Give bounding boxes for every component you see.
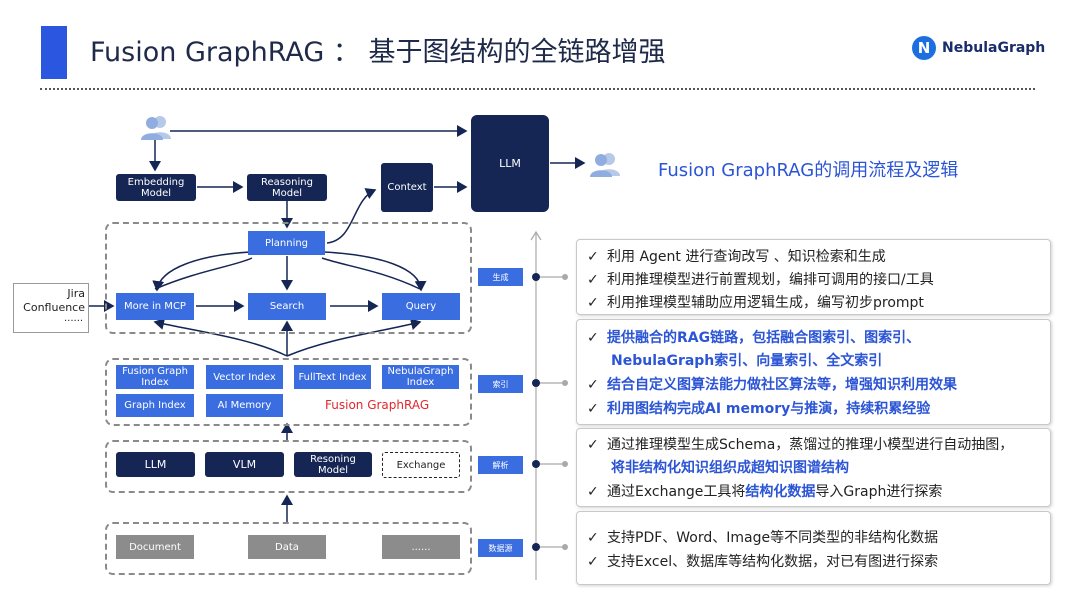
header-divider bbox=[40, 88, 1035, 90]
parse-bullet-1-cont: 将非结构化知识组织成超知识图谱结构 bbox=[611, 460, 849, 476]
index-group bbox=[105, 358, 472, 426]
nebulagraph-index-node: NebulaGraph Index bbox=[382, 365, 459, 389]
panel-index: ✓提供融合的RAG链路，包括融合图索引、图索引、 NebulaGraph索引、向… bbox=[576, 319, 1051, 425]
tag-generation: 生成 bbox=[478, 268, 523, 286]
more-sources-node: ...... bbox=[382, 535, 460, 559]
llm-parse-node: LLM bbox=[116, 452, 195, 477]
check-icon: ✓ bbox=[587, 295, 599, 311]
source-bullet-1: ✓支持PDF、Word、Image等不同类型的非结构化数据 bbox=[587, 530, 939, 546]
vlm-node: VLM bbox=[205, 452, 284, 477]
check-icon: ✓ bbox=[587, 377, 599, 393]
tag-index: 索引 bbox=[478, 375, 523, 393]
index-bullet-1-cont: NebulaGraph索引、向量索引、全文索引 bbox=[611, 353, 883, 369]
check-icon: ✓ bbox=[587, 401, 599, 417]
ai-memory-node: AI Memory bbox=[206, 394, 283, 417]
user-group-icon bbox=[141, 116, 171, 140]
parse-group bbox=[105, 440, 472, 493]
vector-index-node: Vector Index bbox=[206, 365, 283, 389]
planning-node: Planning bbox=[248, 231, 325, 255]
check-icon: ✓ bbox=[587, 330, 599, 346]
panel-data-source: ✓支持PDF、Word、Image等不同类型的非结构化数据 ✓支持Excel、数… bbox=[576, 511, 1051, 585]
tag-data-source: 数据源 bbox=[478, 539, 523, 557]
check-icon: ✓ bbox=[587, 484, 599, 500]
parse-bullet-2: ✓通过Exchange工具将结构化数据导入Graph进行探索 bbox=[587, 484, 943, 500]
logo-mark-icon: N bbox=[912, 36, 936, 60]
gen-bullet-1: ✓利用 Agent 进行查询改写 、知识检索和生成 bbox=[587, 249, 886, 265]
fusion-graphrag-label: Fusion GraphRAG bbox=[325, 398, 430, 412]
index-bullet-2: ✓结合自定义图算法能力做社区算法等，增强知识利用效果 bbox=[587, 377, 957, 393]
context-node: Context bbox=[381, 163, 433, 212]
external-confluence: Confluence bbox=[23, 301, 85, 314]
tag-parse: 解析 bbox=[478, 456, 523, 474]
external-sources-box: Jira Confluence ...... bbox=[13, 283, 89, 333]
query-node: Query bbox=[382, 293, 460, 320]
resoning-model-node: Resoning Model bbox=[294, 452, 372, 477]
fusion-graph-index-node: Fusion Graph Index bbox=[116, 365, 194, 389]
embedding-model-node: Embedding Model bbox=[116, 174, 196, 201]
check-icon: ✓ bbox=[587, 554, 599, 570]
user-group-icon-output bbox=[590, 153, 620, 177]
external-jira: Jira bbox=[67, 287, 85, 300]
logo-text: NebulaGraph bbox=[942, 40, 1046, 56]
panel-parse: ✓通过推理模型生成Schema，蒸馏过的推理小模型进行自动抽图， 将非结构化知识… bbox=[576, 428, 1051, 507]
gen-bullet-2: ✓利用推理模型进行前置规划，编排可调用的接口/工具 bbox=[587, 272, 934, 288]
index-bullet-1: ✓提供融合的RAG链路，包括融合图索引、图索引、 bbox=[587, 330, 921, 346]
nebulagraph-logo: N NebulaGraph bbox=[912, 36, 1045, 60]
mcp-node: More in MCP bbox=[116, 293, 194, 320]
reasoning-model-node: Reasoning Model bbox=[247, 174, 327, 201]
document-node: Document bbox=[116, 535, 194, 559]
check-icon: ✓ bbox=[587, 530, 599, 546]
panel-generation: ✓利用 Agent 进行查询改写 、知识检索和生成 ✓利用推理模型进行前置规划，… bbox=[576, 239, 1051, 315]
data-node: Data bbox=[248, 535, 326, 559]
check-icon: ✓ bbox=[587, 272, 599, 288]
parse-bullet-1: ✓通过推理模型生成Schema，蒸馏过的推理小模型进行自动抽图， bbox=[587, 437, 1014, 453]
check-icon: ✓ bbox=[587, 249, 599, 265]
check-icon: ✓ bbox=[587, 437, 599, 453]
diagram-subtitle: Fusion GraphRAG的调用流程及逻辑 bbox=[658, 160, 959, 181]
source-bullet-2: ✓支持Excel、数据库等结构化数据，对已有图进行探索 bbox=[587, 554, 939, 570]
search-node: Search bbox=[248, 293, 326, 320]
fulltext-index-node: FullText Index bbox=[294, 365, 371, 389]
gen-bullet-3: ✓利用推理模型辅助应用逻辑生成，编写初步prompt bbox=[587, 295, 924, 311]
title-accent-bar bbox=[41, 26, 67, 79]
external-more: ...... bbox=[64, 313, 84, 324]
graph-index-node: Graph Index bbox=[116, 394, 194, 417]
llm-node: LLM bbox=[471, 115, 549, 212]
page-title: Fusion GraphRAG ： 基于图结构的全链路增强 bbox=[90, 37, 666, 68]
exchange-node: Exchange bbox=[382, 452, 460, 478]
index-bullet-3: ✓利用图结构完成AI memory与推演，持续积累经验 bbox=[587, 401, 931, 417]
data-source-group bbox=[105, 522, 472, 575]
generation-group bbox=[105, 222, 472, 334]
